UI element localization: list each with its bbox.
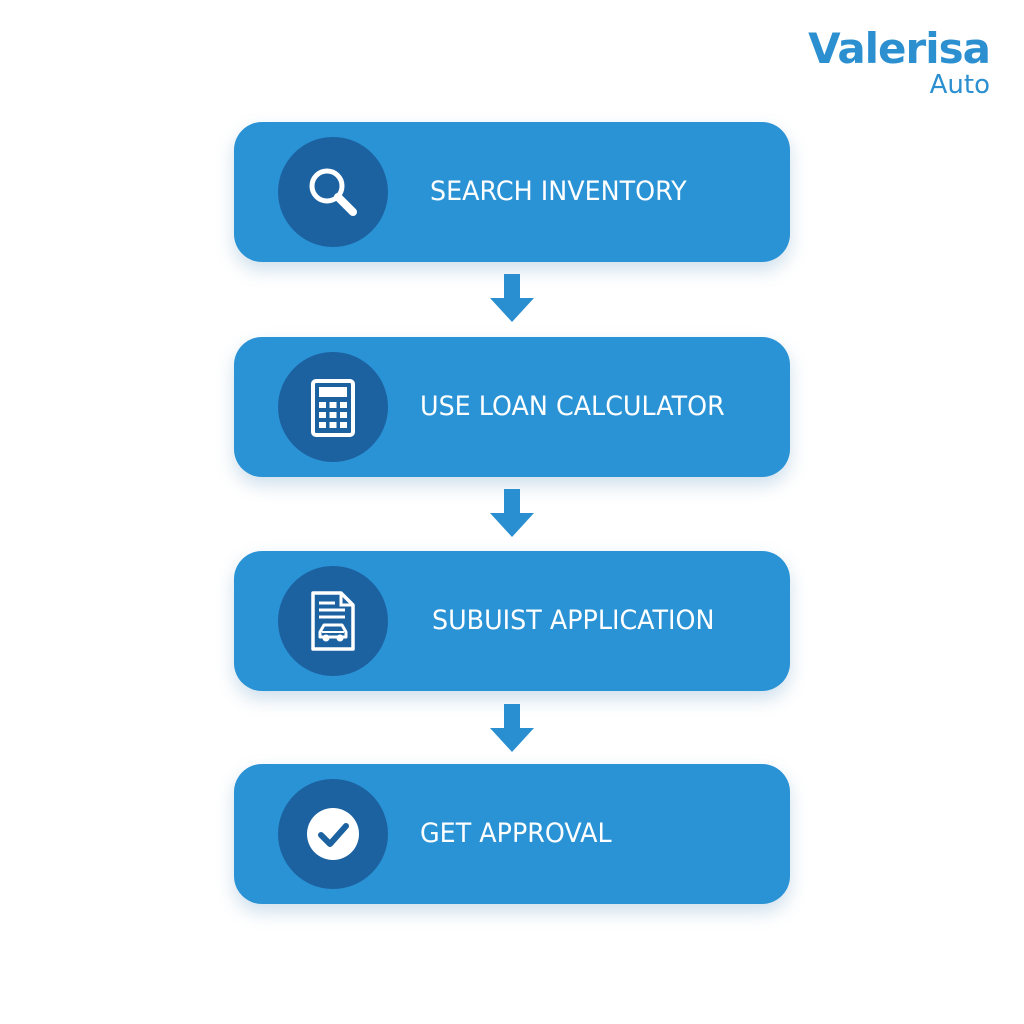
step-search-inventory: SEARCH INVENTORY xyxy=(234,122,790,262)
brand-logo: Valerisa Auto xyxy=(750,24,991,100)
step-label: SUBUIST APPLICATION xyxy=(432,605,715,636)
brand-name: Valerisa xyxy=(808,24,991,73)
calculator-icon xyxy=(301,375,365,439)
step-label: SEARCH INVENTORY xyxy=(430,176,687,207)
step-1-icon-circle xyxy=(278,137,388,247)
step-use-loan-calculator: USE LOAN CALCULATOR xyxy=(234,337,790,477)
step-get-approval: GET APPROVAL xyxy=(234,764,790,904)
step-submit-application: SUBUIST APPLICATION xyxy=(234,551,790,691)
down-arrow-icon xyxy=(486,487,538,539)
search-icon xyxy=(301,160,365,224)
step-label: USE LOAN CALCULATOR xyxy=(420,391,725,422)
down-arrow-icon xyxy=(486,702,538,754)
step-2-icon-circle xyxy=(278,352,388,462)
checkmark-icon xyxy=(301,802,365,866)
step-4-icon-circle xyxy=(278,779,388,889)
step-3-icon-circle xyxy=(278,566,388,676)
down-arrow-icon xyxy=(486,272,538,324)
car-application-document-icon xyxy=(301,589,365,653)
brand-subtitle: Auto xyxy=(929,70,990,100)
step-label: GET APPROVAL xyxy=(420,818,612,849)
